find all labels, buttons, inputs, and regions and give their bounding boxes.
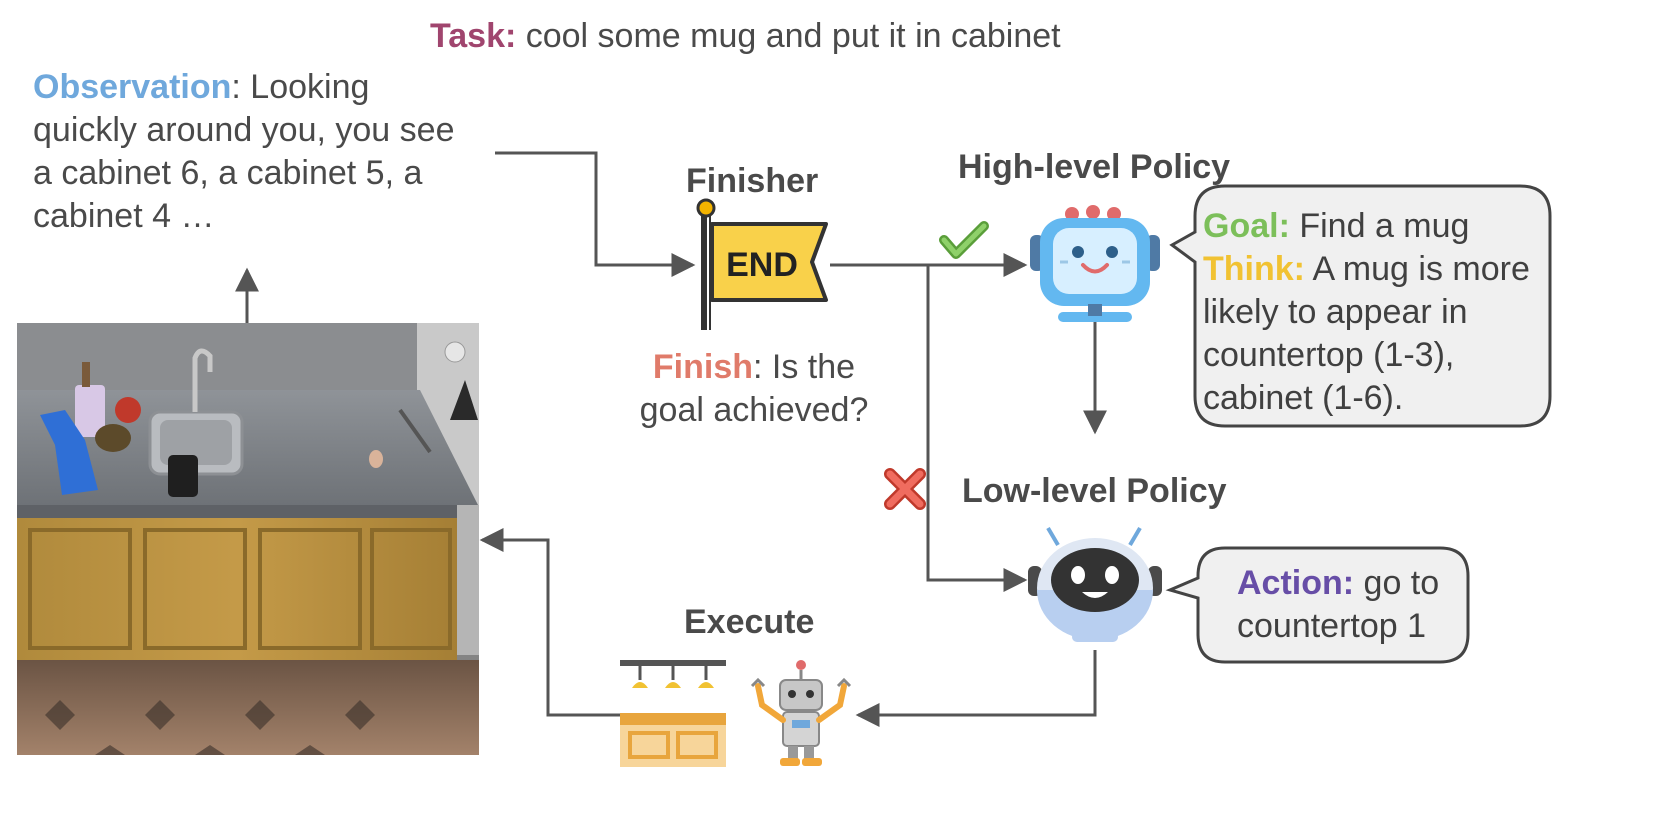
end-flag-icon: END: [696, 198, 828, 330]
low-level-robot-icon: [1028, 526, 1162, 642]
low-level-bubble-text: Action: go to countertop 1: [1237, 562, 1467, 648]
think-line-1: A mug is more: [1304, 250, 1530, 288]
high-level-robot-icon: [1030, 205, 1160, 322]
finish-text: Finish: Is the goal achieved?: [634, 346, 874, 432]
goal-text: Find a mug: [1289, 207, 1470, 245]
task-line: Task: cool some mug and put it in cabine…: [430, 15, 1061, 58]
action-label: Action:: [1237, 564, 1355, 602]
observation-line-3: a cabinet 6, a cabinet 5, a: [33, 154, 423, 192]
kitchen-counter-icon: [620, 660, 726, 767]
low-level-title: Low-level Policy: [962, 472, 1227, 510]
observation-line-1: : Looking: [231, 68, 370, 106]
action-line-1: go to: [1354, 564, 1440, 602]
think-label: Think:: [1203, 250, 1305, 288]
observation-line-2: quickly around you, you see: [33, 111, 455, 149]
high-level-bubble-text: Goal: Find a mug Think: A mug is more li…: [1203, 205, 1548, 420]
arrow-finisher-to-low-level: [926, 265, 1028, 592]
think-line-2: likely to appear in: [1203, 293, 1468, 331]
low-level-bubble: [1165, 546, 1470, 664]
check-icon: [939, 221, 989, 259]
observation-label: Observation: [33, 68, 232, 106]
task-text: cool some mug and put it in cabinet: [516, 17, 1061, 55]
action-line-2: countertop 1: [1237, 607, 1427, 645]
flow-arrows: [235, 151, 1107, 727]
finish-line-1: : Is the: [753, 348, 856, 386]
kitchen-scene-image: [17, 323, 479, 755]
finish-line-2: goal achieved?: [639, 391, 869, 429]
finish-label: Finish: [652, 348, 754, 386]
execute-title: Execute: [684, 603, 815, 641]
think-line-3: countertop (1-3),: [1203, 336, 1455, 374]
high-level-title: High-level Policy: [958, 148, 1231, 186]
arrow-low-to-execute: [855, 650, 1097, 727]
high-level-bubble: [1169, 184, 1552, 428]
arrow-execute-to-image: [479, 528, 620, 717]
cross-icon: [884, 468, 926, 510]
finisher-title: Finisher: [686, 162, 819, 200]
flag-text: END: [726, 246, 798, 284]
think-line-4: cabinet (1-6).: [1203, 379, 1404, 417]
observation-text: Observation: Looking quickly around you,…: [33, 66, 493, 238]
arm-robot-icon: [750, 660, 852, 766]
arrow-observation-to-finisher: [495, 151, 696, 277]
task-label: Task:: [430, 17, 517, 55]
goal-label: Goal:: [1203, 207, 1290, 245]
observation-line-4: cabinet 4 …: [33, 197, 215, 235]
